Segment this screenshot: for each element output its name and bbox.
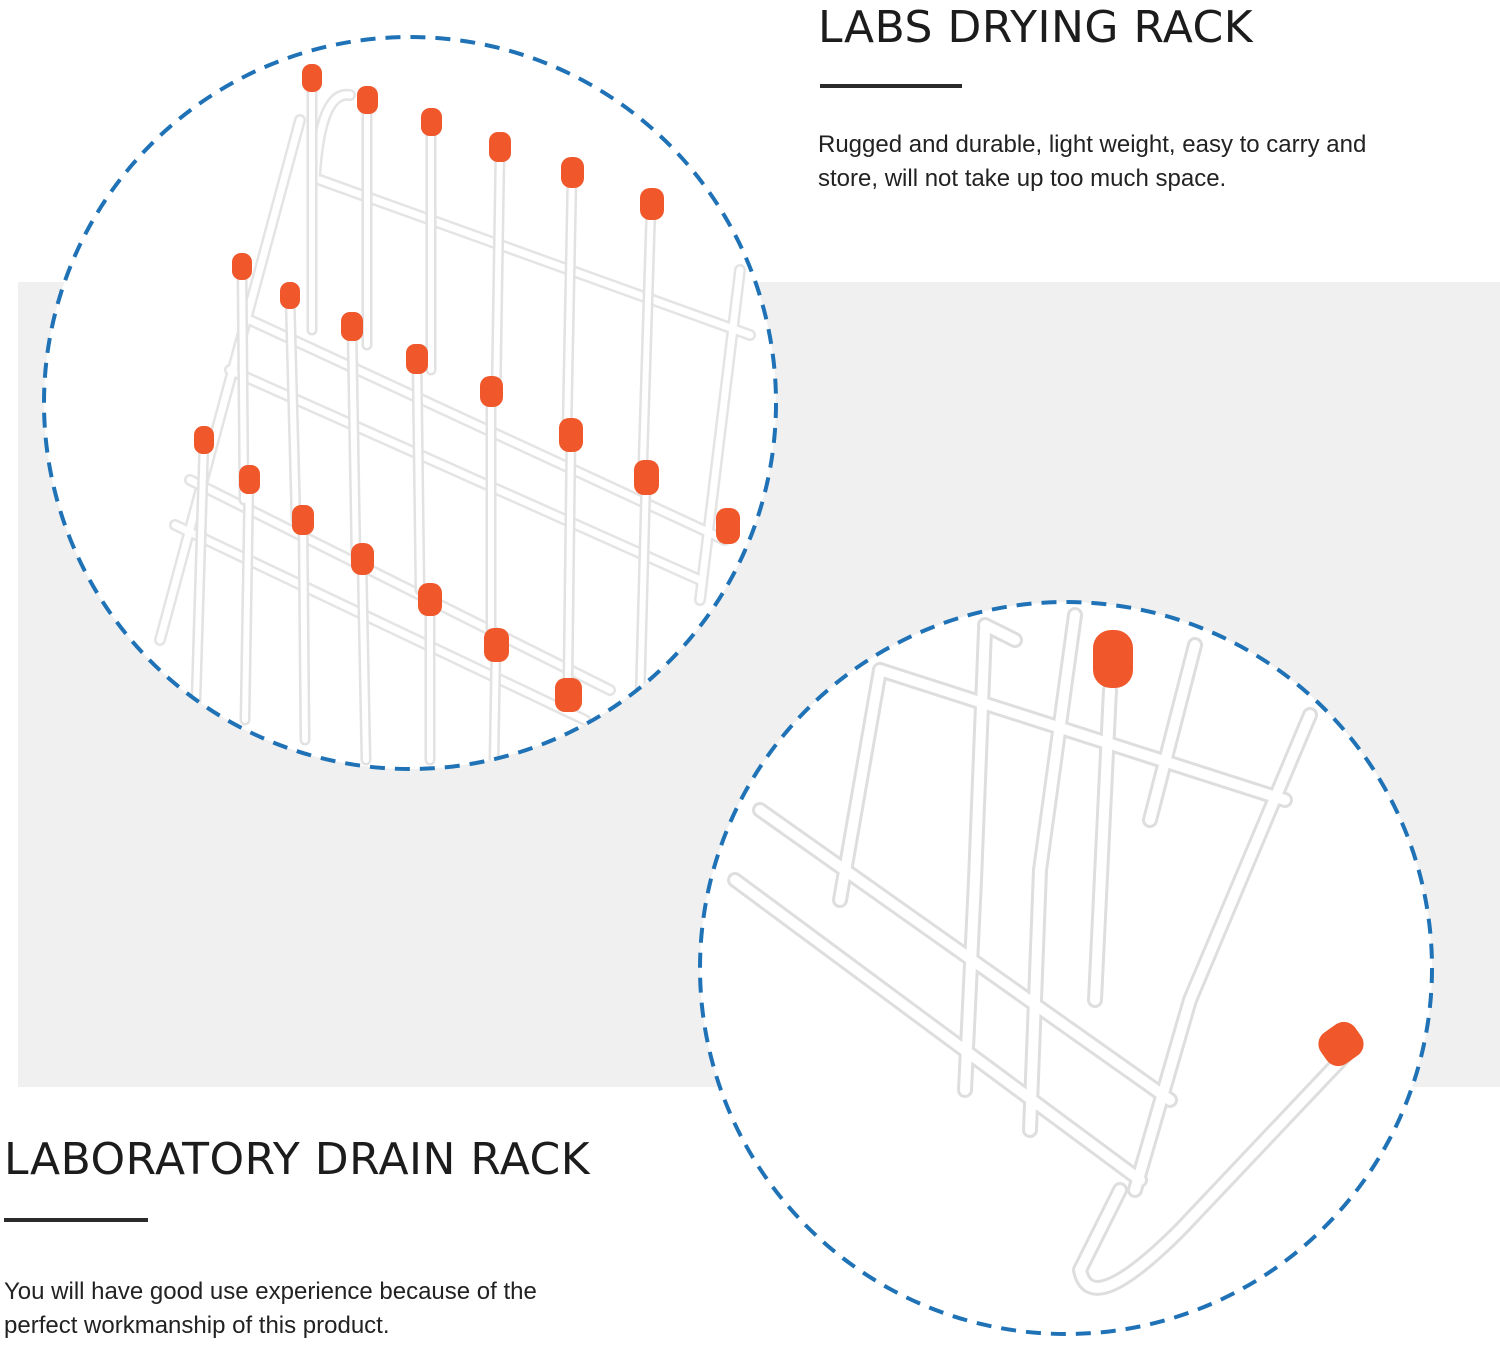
title-underline <box>4 1218 148 1222</box>
drying-rack-closeup-image <box>42 35 778 771</box>
section-description: You will have good use experience becaus… <box>4 1278 537 1339</box>
section-title: LABS DRYING RACK <box>818 2 1254 53</box>
title-underline <box>820 84 962 88</box>
section-title: LABORATORY DRAIN RACK <box>4 1134 591 1185</box>
rack-frame-detail-image <box>698 600 1434 1336</box>
section-description: Rugged and durable, light weight, easy t… <box>818 131 1367 192</box>
